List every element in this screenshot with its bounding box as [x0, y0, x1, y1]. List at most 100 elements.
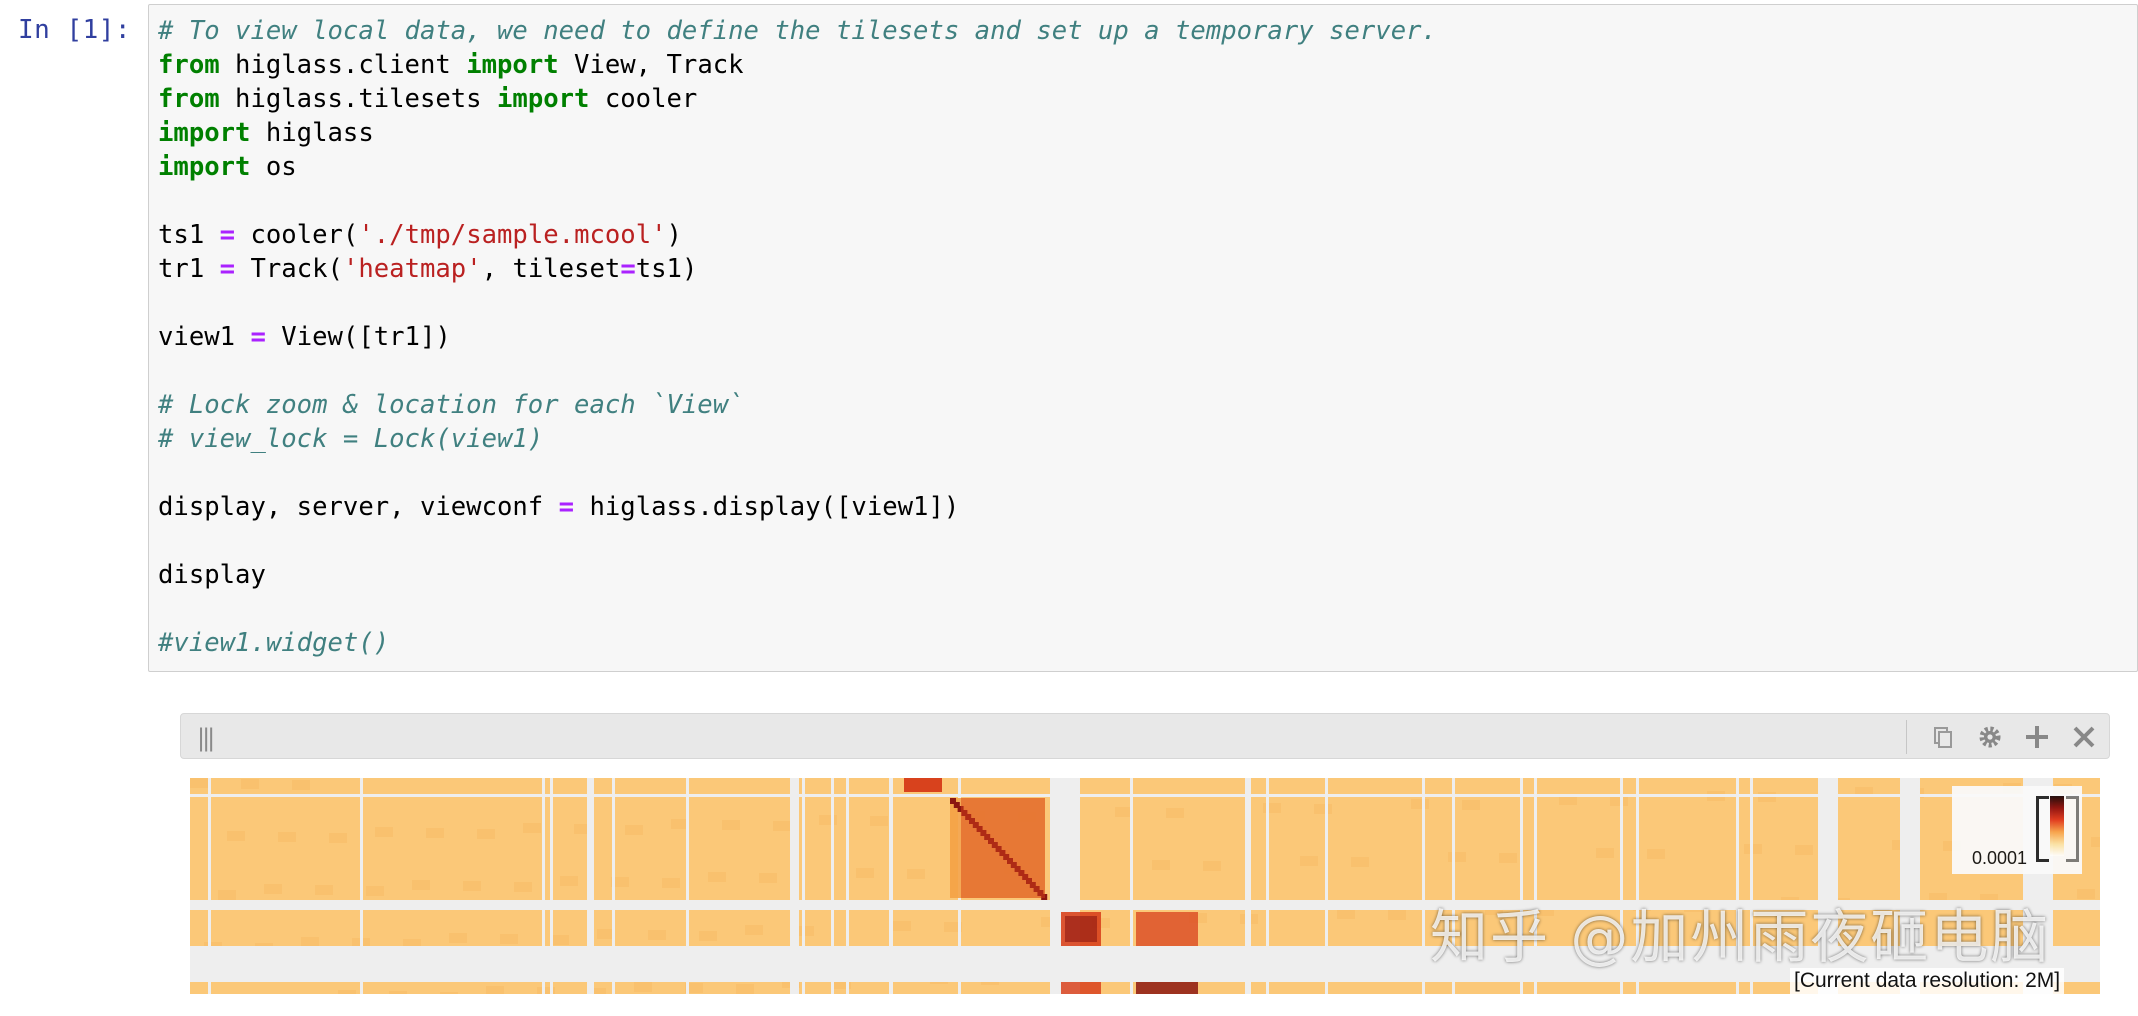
code-line: display, server, viewconf = higlass.disp…: [158, 492, 959, 522]
heatmap-texture: [833, 979, 851, 989]
code-token: ts1: [158, 220, 220, 250]
heatmap-texture: [227, 831, 245, 841]
heatmap-texture: [560, 876, 578, 886]
code-line: # view_lock = Lock(view1): [158, 424, 543, 454]
heatmap-column-gap: [1736, 778, 1739, 994]
code-token: display: [158, 560, 266, 590]
heatmap-texture: [551, 935, 569, 945]
code-line: #view1.widget(): [158, 628, 389, 658]
heatmap-texture: [588, 988, 606, 994]
heatmap-column-gap: [612, 778, 615, 994]
heatmap-diagonal: [1018, 870, 1025, 876]
heatmap-column-gap: [587, 778, 594, 994]
code-token: './tmp/sample.mcool': [358, 220, 667, 250]
code-token: os: [250, 152, 297, 182]
add-track-button[interactable]: [2022, 722, 2052, 752]
heatmap-row-gap: [190, 900, 2100, 910]
code-token: higlass.display([view1]): [574, 492, 960, 522]
settings-button[interactable]: [1975, 722, 2005, 752]
heatmap-diagonal: [1033, 886, 1040, 892]
heatmap-texture: [523, 823, 541, 833]
heatmap-diagonal: [953, 802, 960, 808]
plus-icon: [2026, 726, 2048, 748]
heatmap-texture: [1559, 795, 1577, 805]
data-resolution-label: [Current data resolution: 2M]: [1790, 968, 2065, 994]
code-cell[interactable]: [148, 4, 2138, 672]
heatmap-texture: [292, 780, 310, 790]
heatmap-texture: [1536, 906, 1554, 916]
heatmap-texture: [338, 990, 356, 994]
code-token: import: [466, 50, 559, 80]
heatmap-texture: [1152, 860, 1170, 870]
heatmap-texture: [1166, 808, 1184, 818]
code-token: from: [158, 84, 220, 114]
heatmap-texture: [1203, 861, 1221, 871]
heatmap-texture: [2077, 889, 2095, 899]
heatmap-diagonal: [961, 810, 968, 816]
heatmap-block: [1061, 982, 1101, 994]
heatmap-diagonal: [950, 798, 956, 804]
heatmap-diagonal: [1041, 894, 1048, 900]
heatmap-texture: [449, 933, 467, 943]
heatmap-column-gap: [360, 778, 363, 994]
code-line: tr1 = Track('heatmap', tileset=ts1): [158, 254, 697, 284]
heatmap-diagonal: [1014, 866, 1021, 872]
code-token: =: [558, 492, 575, 522]
heatmap-texture: [1337, 909, 1355, 919]
close-view-button[interactable]: [2069, 722, 2099, 752]
code-token: View, Track: [558, 50, 744, 80]
heatmap-diagonal: [1029, 882, 1036, 888]
copy-view-button[interactable]: [1929, 722, 1959, 752]
heatmap-texture: [722, 820, 740, 830]
heatmap-diagonal: [969, 818, 975, 824]
drag-handle[interactable]: |||: [197, 724, 215, 752]
heatmap-texture: [375, 827, 393, 837]
heatmap-column-gap: [1266, 778, 1269, 994]
heatmap-texture: [1388, 910, 1406, 920]
heatmap-texture: [241, 779, 259, 789]
heatmap-texture: [366, 886, 384, 896]
heatmap-texture: [699, 931, 717, 941]
heatmap-block: [1136, 912, 1198, 946]
heatmap-column-gap: [1620, 778, 1623, 994]
heatmap-diagonal: [1010, 862, 1017, 868]
heatmap-column-gap: [1050, 778, 1080, 994]
heatmap-track[interactable]: [190, 778, 2100, 994]
heatmap-column-gap: [1422, 778, 1425, 994]
colorbar-gradient: [2050, 796, 2064, 856]
heatmap-texture: [907, 869, 925, 879]
code-line: import os: [158, 152, 297, 182]
heatmap-texture: [440, 992, 458, 994]
code-token: #view1.widget(): [158, 628, 390, 658]
heatmap-texture: [389, 991, 407, 994]
heatmap-texture: [1314, 804, 1332, 814]
heatmap-texture: [1855, 787, 1873, 797]
heatmap-texture: [1351, 857, 1369, 867]
code-line: ts1 = cooler('./tmp/sample.mcool'): [158, 220, 682, 250]
heatmap-column-gap: [1900, 778, 1920, 994]
heatmap-texture: [1263, 803, 1281, 813]
heatmap-block: [1065, 916, 1097, 942]
heatmap-texture: [773, 821, 791, 831]
heatmap-texture: [329, 833, 347, 843]
heatmap-diagonal: [995, 846, 1002, 852]
heatmap-texture: [301, 937, 319, 947]
code-token: View([tr1]): [265, 322, 451, 352]
code-token: Track(: [235, 254, 343, 284]
heatmap-texture: [634, 982, 652, 992]
code-editor[interactable]: # To view local data, we need to define …: [158, 14, 1437, 660]
heatmap-texture: [1499, 853, 1517, 863]
code-token: ): [666, 220, 682, 250]
heatmap-texture: [819, 815, 837, 825]
heatmap-texture: [648, 930, 666, 940]
heatmap-texture: [264, 884, 282, 894]
heatmap-texture: [671, 819, 689, 829]
heatmap-texture: [1115, 807, 1133, 817]
code-token: import: [497, 84, 590, 114]
heatmap-column-gap: [790, 778, 799, 994]
colorbar-bracket-left[interactable]: [2036, 796, 2049, 862]
heatmap-texture: [1462, 800, 1480, 810]
colorbar-bracket-right[interactable]: [2066, 796, 2079, 862]
code-token: import: [158, 118, 251, 148]
heatmap-diagonal: [957, 806, 964, 812]
